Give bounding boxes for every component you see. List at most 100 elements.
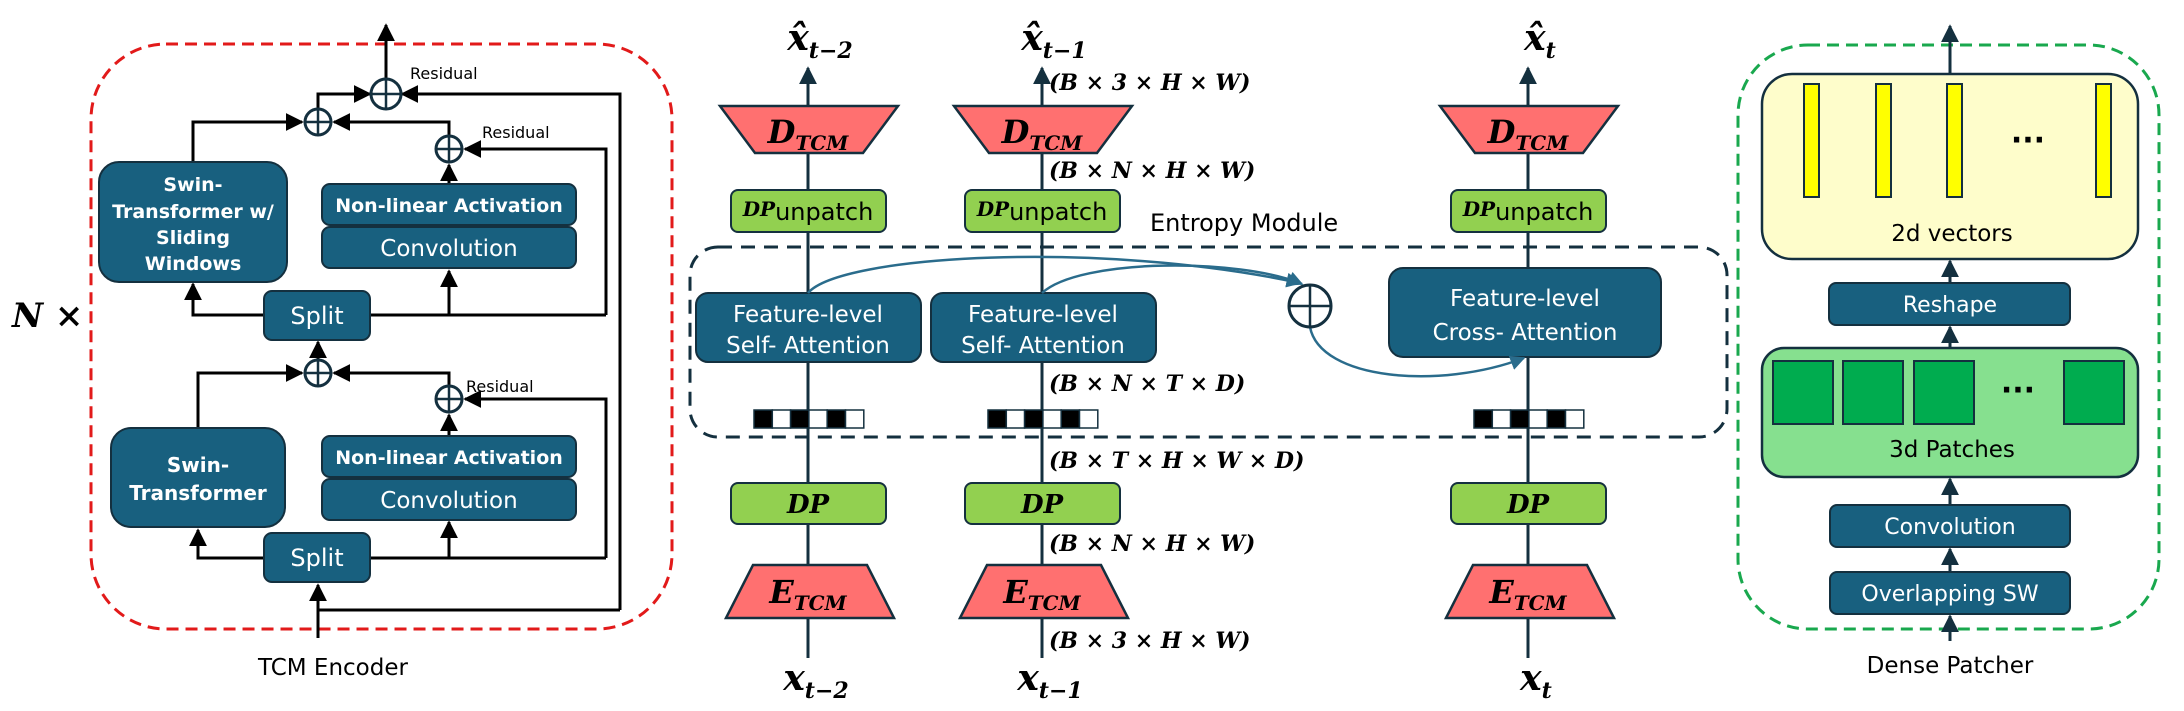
nonlinear-activation-block: Non-linear Activation	[321, 435, 577, 478]
token-cell	[1078, 409, 1099, 429]
svg-text:Transformer w/: Transformer w/	[112, 201, 274, 223]
patcher-caption: Dense Patcher	[1867, 653, 2034, 679]
vector-bar	[1875, 83, 1892, 198]
decoder-label: DTCM	[1001, 113, 1084, 155]
svg-text:Feature-level: Feature-level	[1450, 286, 1600, 312]
token-cell	[1528, 409, 1548, 429]
patch-square	[1913, 360, 1975, 425]
token-cell	[753, 409, 774, 429]
plus-merge-lower-icon	[303, 358, 333, 388]
encoder-block: ETCM	[957, 563, 1131, 620]
encoder-label: ETCM	[768, 573, 847, 615]
token-cell	[1473, 409, 1494, 429]
plus-fusion-icon	[1287, 283, 1333, 329]
svg-text:Non-linear Activation: Non-linear Activation	[335, 195, 563, 217]
token-cell	[771, 409, 792, 429]
svg-text:Split: Split	[290, 302, 343, 330]
svg-text:Convolution: Convolution	[1884, 515, 2015, 540]
unpatch-block: DPunpatch	[1450, 189, 1607, 233]
unpatch-label: DPunpatch	[742, 197, 874, 226]
patches-panel: ··· 3d Patches	[1760, 346, 2140, 479]
overlapping-sliding-window-block: Overlapping SW	[1829, 571, 2071, 615]
token-cell	[826, 409, 847, 429]
token-strip	[987, 409, 1099, 429]
patch-square	[1772, 360, 1834, 425]
token-cell	[844, 409, 865, 429]
entropy-module-border	[688, 245, 1729, 439]
fusion-curves	[807, 255, 1526, 378]
encoder-block: ETCM	[1443, 563, 1617, 620]
encoder-block: ETCM	[723, 563, 897, 620]
patch-square	[1842, 360, 1904, 425]
svg-text:DP: DP	[1020, 490, 1065, 520]
nonlinear-activation-block: Non-linear Activation	[321, 183, 577, 226]
token-cell	[1546, 409, 1567, 429]
residual-label: Residual	[466, 377, 534, 396]
shape-label-encoder-input: (B × 3 × H × W)	[1049, 628, 1250, 654]
svg-text:Sliding: Sliding	[156, 227, 230, 249]
svg-text:Windows: Windows	[145, 253, 242, 275]
patch-squares	[1772, 360, 2125, 425]
encoder-label: ETCM	[1488, 573, 1567, 615]
patcher-convolution-block: Convolution	[1829, 504, 2071, 548]
svg-text:Convolution: Convolution	[380, 488, 517, 514]
unpatch-block: DPunpatch	[730, 189, 887, 233]
input-frame-label: xt	[1519, 657, 1552, 704]
swin-transformer-block: Swin- Transformer	[110, 427, 286, 528]
lower-block-wiring	[189, 364, 620, 638]
dense-patcher-panel: ··· 2d vectors Reshape ··· 3d Patches Co…	[1736, 24, 2161, 679]
unpatch-label: DPunpatch	[1462, 197, 1594, 226]
shape-label-patch-output: (B × T × H × W × D)	[1049, 448, 1304, 474]
shape-label-attention-output: (B × N × T × D)	[1049, 371, 1245, 397]
svg-text:Self- Attention: Self- Attention	[961, 333, 1125, 359]
token-strip	[753, 409, 865, 429]
encoder-caption: TCM Encoder	[257, 655, 408, 681]
decoder-block: DTCM	[951, 104, 1135, 155]
patches-ellipsis: ···	[2001, 373, 2035, 408]
svg-text:DP: DP	[786, 490, 831, 520]
decoder-label: DTCM	[1487, 113, 1570, 155]
svg-text:Swin-: Swin-	[163, 174, 222, 196]
dense-patch-block: DP	[964, 482, 1121, 525]
svg-text:Self- Attention: Self- Attention	[726, 333, 890, 359]
svg-text:Swin-: Swin-	[167, 453, 229, 477]
vectors-panel: ··· 2d vectors	[1760, 72, 2140, 261]
reshape-block: Reshape	[1828, 282, 2071, 326]
svg-text:Non-linear Activation: Non-linear Activation	[335, 447, 563, 469]
column-axes	[799, 66, 1537, 658]
vector-bar	[1803, 83, 1820, 198]
shape-label-decoder-output: (B × 3 × H × W)	[1049, 70, 1250, 96]
residual-label: Residual	[482, 123, 550, 142]
split-block: Split	[263, 290, 371, 341]
plus-top-icon	[369, 77, 403, 111]
svg-text:Convolution: Convolution	[380, 236, 517, 262]
unpatch-block: DPunpatch	[964, 189, 1121, 233]
tensor-shape-labels: (B × 3 × H × W) (B × N × H × W) (B × N ×…	[1049, 70, 1304, 654]
token-cell	[1023, 409, 1044, 429]
unpatch-label: DPunpatch	[976, 197, 1108, 226]
swin-sliding-window-block: Swin- Transformer w/ Sliding Windows	[98, 161, 288, 283]
decoder-block: DTCM	[717, 104, 901, 155]
dense-patch-block: DP	[730, 482, 887, 525]
tcm-encoder-panel: N ×	[11, 23, 674, 681]
token-cell	[1060, 409, 1081, 429]
svg-text:Cross- Attention: Cross- Attention	[1433, 320, 1618, 346]
token-cell	[789, 409, 810, 429]
shape-label-decoder-input: (B × N × H × W)	[1049, 158, 1255, 184]
plus-residual-upper-icon	[434, 134, 464, 164]
vector-bar	[2095, 83, 2112, 198]
split-block: Split	[263, 532, 371, 583]
input-frame-label: xt−1	[1016, 657, 1082, 704]
token-cell	[1509, 409, 1530, 429]
token-cell	[808, 409, 828, 429]
convolution-block: Convolution	[321, 478, 577, 521]
plus-residual-lower-icon	[434, 384, 464, 414]
vector-bar	[1946, 83, 1963, 198]
